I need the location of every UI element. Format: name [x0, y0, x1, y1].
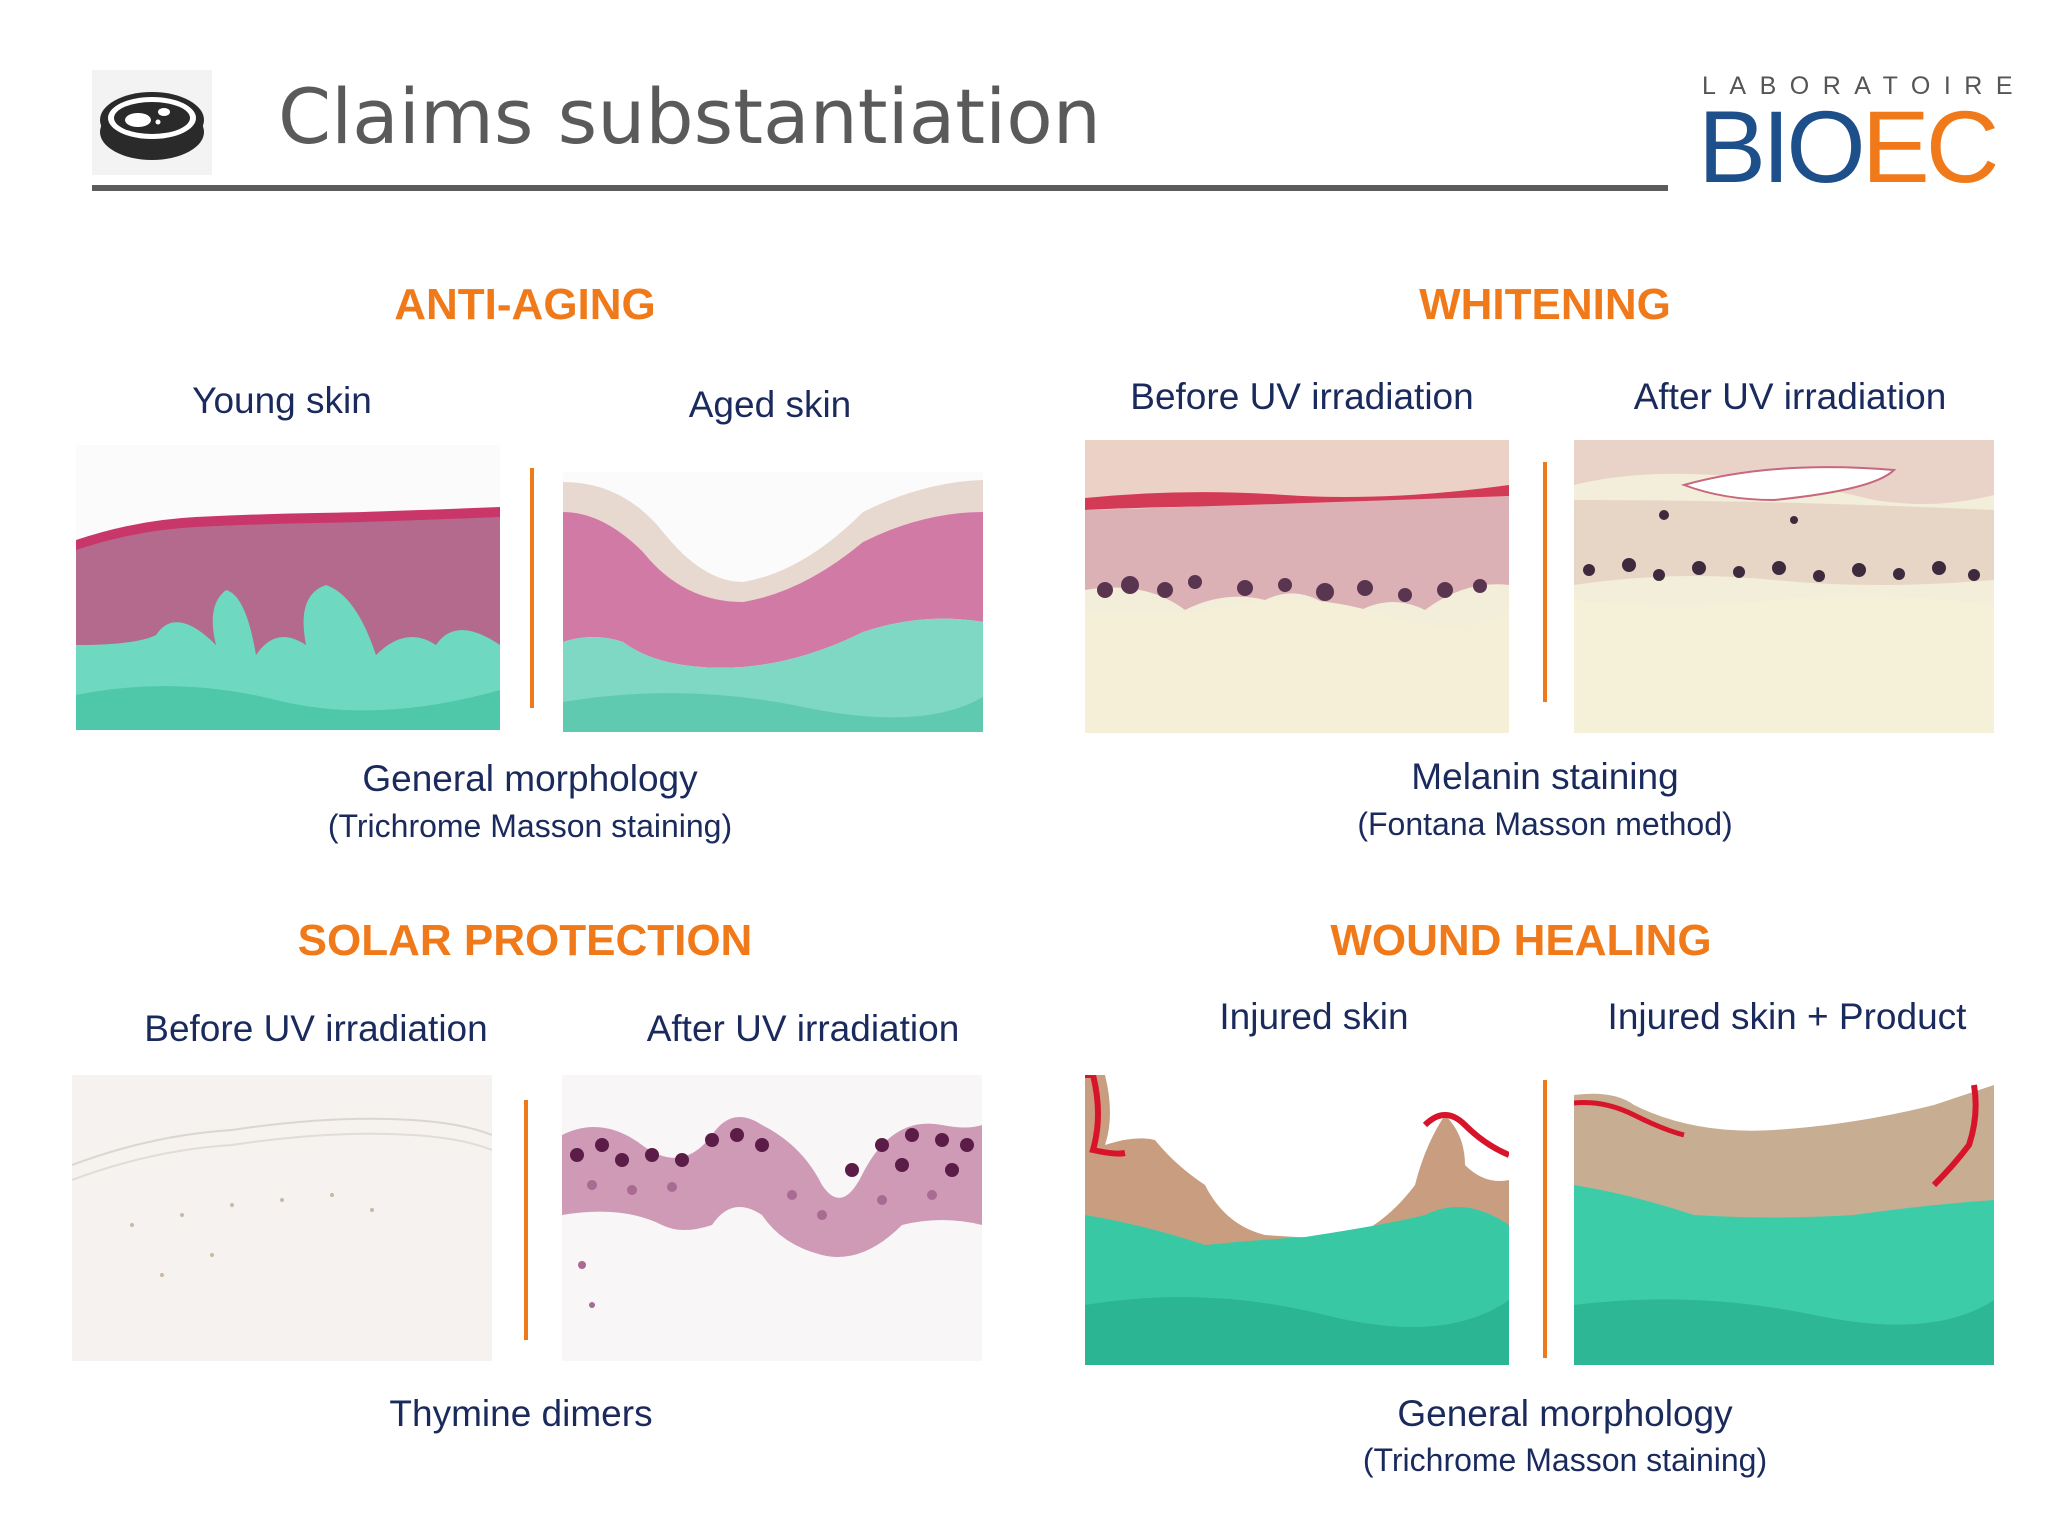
caption-solar-protection: Thymine dimers: [389, 1393, 653, 1434]
subcaption-whitening: (Fontana Masson method): [1357, 806, 1733, 842]
subcaption-wound-healing: (Trichrome Masson staining): [1362, 1442, 1768, 1478]
label-after-uv-whitening: After UV irradiation: [1633, 376, 1947, 417]
image-aged-skin: [563, 472, 983, 732]
image-whitening-after: [1574, 440, 1994, 733]
caption-whitening: Melanin staining: [1411, 756, 1679, 797]
section-title-wound-healing: WOUND HEALING: [1330, 916, 1712, 965]
header-divider: [92, 185, 1668, 191]
page-title: Claims substantiation: [278, 72, 1101, 161]
image-solar-before: [72, 1075, 492, 1361]
petri-dish-icon: [92, 70, 212, 175]
label-injured-skin: Injured skin: [1219, 996, 1409, 1037]
image-solar-after: [562, 1075, 982, 1361]
caption-wound-healing: General morphology: [1397, 1393, 1733, 1434]
image-young-skin: [76, 445, 500, 730]
label-young-skin: Young skin: [192, 380, 372, 421]
image-injured-skin: [1085, 1075, 1509, 1365]
section-title-solar-protection: SOLAR PROTECTION: [297, 916, 753, 965]
image-injured-skin-product: [1574, 1075, 1994, 1365]
panel-divider: [1543, 1080, 1547, 1358]
logo-ec-text: EC: [1861, 90, 2000, 204]
caption-anti-aging: General morphology: [362, 758, 698, 799]
label-injured-skin-product: Injured skin + Product: [1607, 996, 1967, 1037]
logo-bio-text: BIO: [1698, 90, 1866, 204]
label-after-uv-solar: After UV irradiation: [646, 1008, 960, 1049]
panel-divider: [1543, 462, 1547, 702]
label-before-uv-whitening: Before UV irradiation: [1130, 376, 1474, 417]
section-title-anti-aging: ANTI-AGING: [394, 280, 656, 329]
panel-divider: [524, 1100, 528, 1340]
image-whitening-before: [1085, 440, 1509, 733]
bioec-logo: BIOEC: [1698, 96, 1999, 198]
section-title-whitening: WHITENING: [1419, 280, 1671, 329]
subcaption-anti-aging: (Trichrome Masson staining): [327, 808, 733, 844]
label-before-uv-solar: Before UV irradiation: [144, 1008, 488, 1049]
panel-divider: [530, 468, 534, 708]
label-aged-skin: Aged skin: [688, 384, 852, 425]
logo-laboratoire-text: LABORATOIRE: [1702, 72, 2027, 100]
